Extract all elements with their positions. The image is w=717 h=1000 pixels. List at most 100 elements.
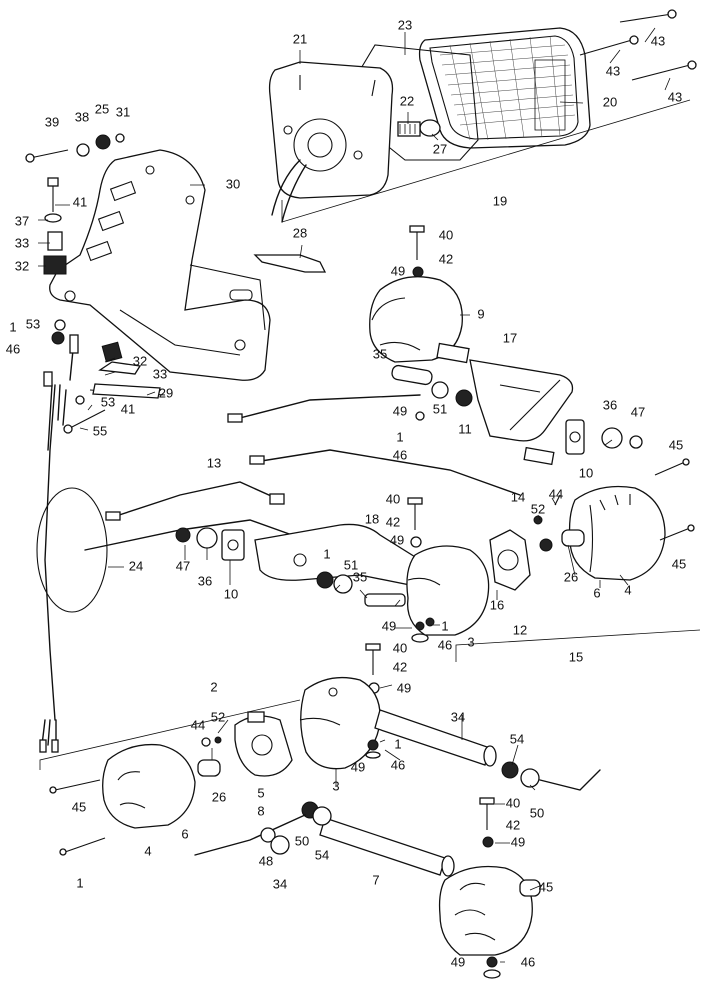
callout-label: 1 [394, 736, 401, 751]
callout-label: 50 [295, 833, 309, 848]
callout-label: 43 [651, 33, 665, 48]
rear-winker-housing [369, 276, 470, 364]
callout-label: 43 [606, 63, 620, 78]
callout-label: 41 [73, 194, 87, 209]
callout-label: 33 [153, 366, 167, 381]
upper-stem-hardware [409, 225, 425, 278]
callout-label: 42 [439, 251, 453, 266]
callout-label: 39 [45, 114, 59, 129]
callout-label: 54 [510, 731, 524, 746]
callout-label: 45 [72, 799, 86, 814]
callout-label: 55 [93, 423, 107, 438]
lower-left-bolt [59, 837, 106, 856]
callout-label: 49 [393, 403, 407, 418]
callout-label: 26 [564, 569, 578, 584]
front-left-winker [438, 865, 541, 979]
callout-label: 45 [669, 437, 683, 452]
callout-label: 49 [351, 759, 365, 774]
callout-label: 1 [76, 875, 83, 890]
callout-label: 49 [451, 954, 465, 969]
winker-housing-center [406, 545, 490, 636]
callout-label: 5 [257, 785, 264, 800]
callout-label: 32 [15, 258, 29, 273]
callout-label: 1 [9, 319, 16, 334]
callout-label: 25 [95, 101, 109, 116]
callout-label: 49 [391, 263, 405, 278]
tail-light-body [268, 61, 394, 199]
callout-label: 36 [198, 573, 212, 588]
callout-label: 47 [631, 404, 645, 419]
callout-label: 14 [511, 489, 525, 504]
callout-label: 16 [490, 597, 504, 612]
upper-hardware [25, 133, 125, 345]
tail-light-assembly [253, 9, 697, 273]
callout-label: 4 [624, 582, 631, 597]
callout-label: 42 [386, 514, 400, 529]
front-winker-stay [175, 523, 421, 607]
callout-label: 45 [539, 879, 553, 894]
callout-label: 1 [396, 429, 403, 444]
callout-label: 48 [259, 853, 273, 868]
center-nuts [411, 621, 429, 643]
callout-label: 52 [531, 501, 545, 516]
callout-label: 46 [521, 954, 535, 969]
winker-stay [391, 359, 574, 442]
harness-wires [84, 394, 521, 551]
callout-label: 37 [15, 213, 29, 228]
callout-label: 45 [672, 556, 686, 571]
callout-label: 41 [121, 401, 135, 416]
tail-light-bulb [397, 119, 441, 137]
callout-label: 40 [386, 491, 400, 506]
callout-label: 8 [257, 803, 264, 818]
callout-label: 51 [344, 557, 358, 572]
callout-label: 49 [397, 680, 411, 695]
callout-label: 49 [382, 618, 396, 633]
callout-label: 32 [133, 353, 147, 368]
callout-label: 20 [603, 94, 617, 109]
callout-label: 51 [433, 401, 447, 416]
callout-label: 36 [603, 397, 617, 412]
callout-label: 46 [393, 447, 407, 462]
mid-left-hardware [63, 341, 166, 434]
callout-label: 49 [511, 834, 525, 849]
wiring-harness [36, 334, 108, 753]
rear-left-socket [201, 711, 293, 777]
callout-label: 27 [433, 141, 447, 156]
callout-labels: 43 23 21 43 43 20 22 27 19 39 38 25 31 3… [6, 17, 686, 969]
callout-label: 46 [438, 637, 452, 652]
callout-label: 53 [101, 394, 115, 409]
callout-label: 26 [212, 789, 226, 804]
callout-label: 3 [332, 778, 339, 793]
callout-label: 9 [477, 306, 484, 321]
license-plate-bracket [253, 254, 327, 273]
callout-label: 35 [353, 569, 367, 584]
mounting-bolts [579, 9, 697, 81]
callout-label: 6 [593, 585, 600, 600]
callout-label: 40 [439, 227, 453, 242]
callout-label: 50 [530, 805, 544, 820]
callout-label: 29 [159, 385, 173, 400]
callout-label: 40 [393, 640, 407, 655]
callout-label: 1 [441, 618, 448, 633]
callout-label: 30 [226, 176, 240, 191]
callout-label: 46 [6, 341, 20, 356]
callout-label: 53 [26, 316, 40, 331]
callout-label: 44 [549, 486, 563, 501]
leader-lines [38, 27, 671, 963]
callout-label: 54 [315, 847, 329, 862]
wire-frame [359, 44, 479, 161]
callout-label: 6 [181, 826, 188, 841]
callout-label: 47 [176, 558, 190, 573]
callout-label: 1 [323, 546, 330, 561]
callout-label: 44 [191, 717, 205, 732]
callout-label: 10 [224, 586, 238, 601]
callout-label: 42 [506, 817, 520, 832]
callout-label: 42 [393, 659, 407, 674]
rear-fender-bracket [49, 149, 271, 381]
callout-label: 34 [273, 876, 287, 891]
callout-label: 12 [513, 622, 527, 637]
winker-socket [489, 494, 561, 591]
callout-label: 31 [116, 104, 130, 119]
callout-label: 15 [569, 649, 583, 664]
